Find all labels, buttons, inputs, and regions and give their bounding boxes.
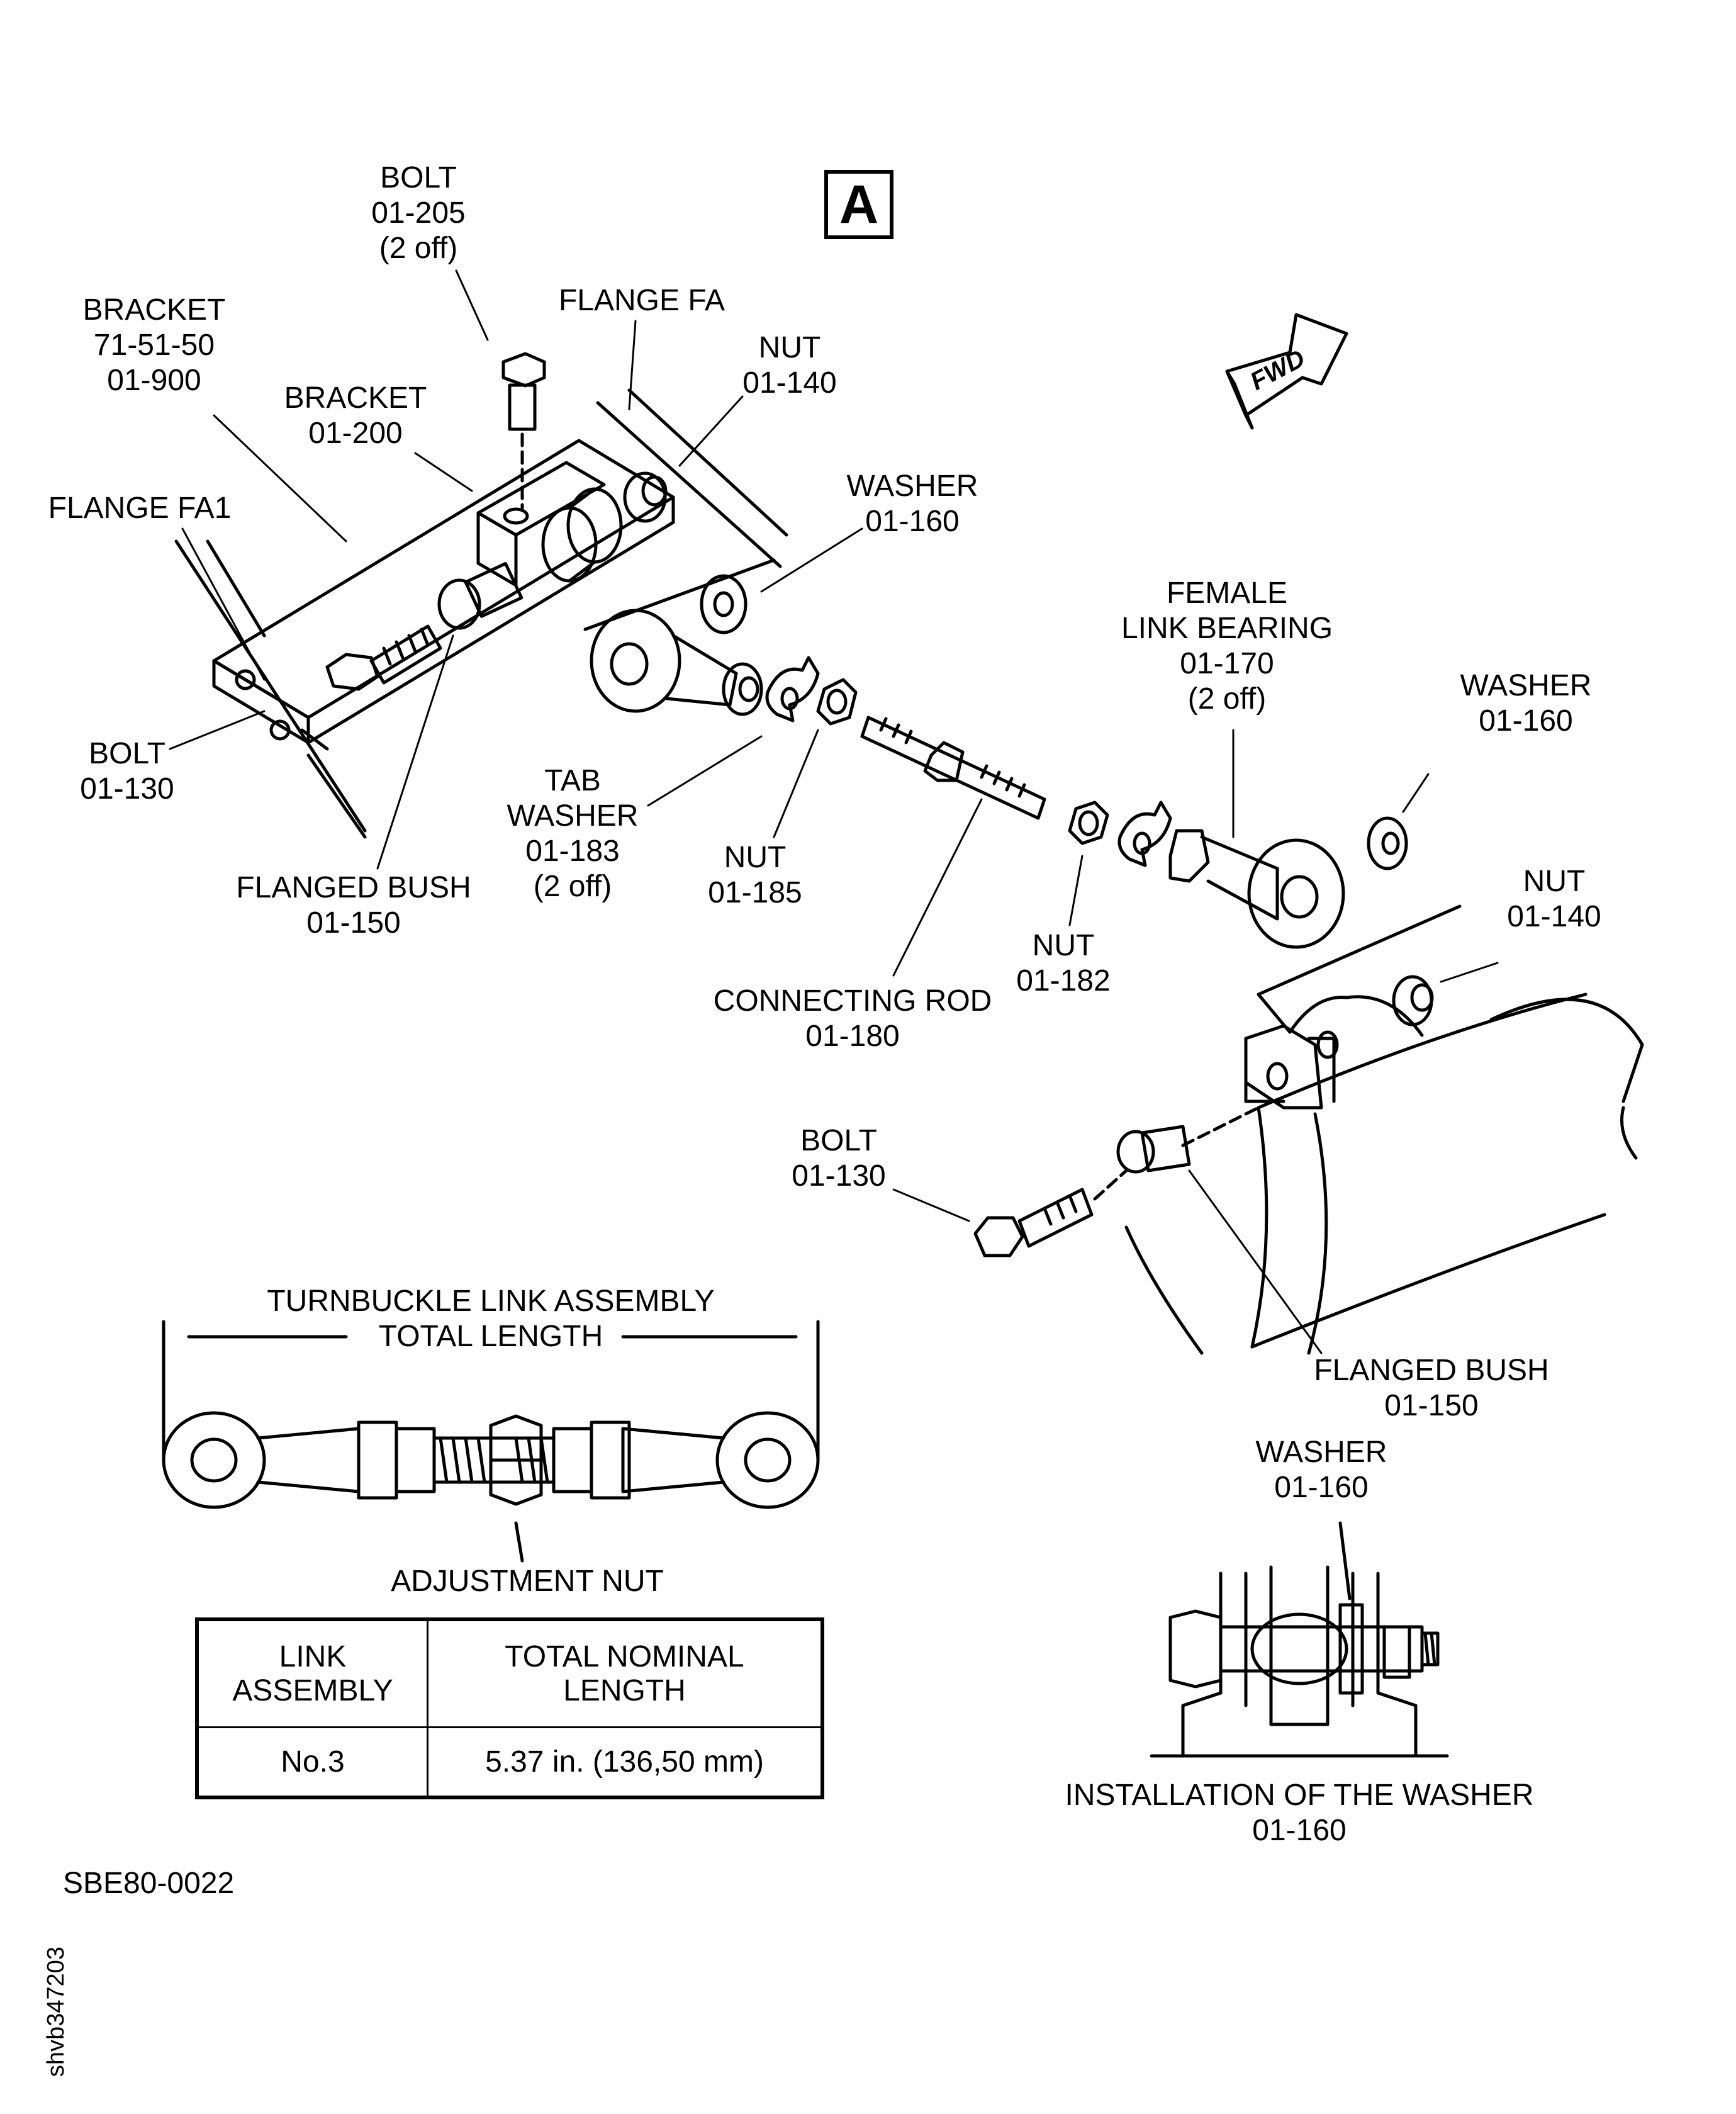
nut-140-top	[623, 471, 668, 523]
bolt-205	[501, 352, 546, 512]
flanged-bush-right	[1116, 1106, 1260, 1174]
bracket-hole-2	[269, 719, 291, 741]
label-flange-fa: FLANGE FA	[558, 284, 725, 317]
bracket-hole-1	[235, 669, 256, 690]
nut-185	[816, 678, 858, 726]
washer-160-right	[1367, 816, 1408, 870]
link-bearing-left	[590, 609, 763, 716]
flange-structure	[174, 388, 788, 839]
table-cell-link: No.3	[196, 1726, 428, 1799]
sheet-code: shvb347203	[43, 1946, 69, 2077]
figure-code: SBE80-0022	[63, 1867, 235, 1900]
cylinder-structure	[1124, 904, 1644, 1355]
view-a-badge: A	[824, 170, 893, 239]
connecting-rod	[860, 716, 1046, 820]
link-bearing-right	[1168, 829, 1345, 949]
tab-washer-left	[765, 656, 820, 722]
bracket-plate	[212, 439, 675, 751]
fwd-arrow-icon	[1225, 313, 1348, 430]
table-row: No.3 5.37 in. (136,50 mm)	[196, 1726, 824, 1799]
bolt-130-right	[973, 1169, 1128, 1257]
tab-washer-right	[1117, 801, 1172, 867]
label-flange-fa1: FLANGE FA1	[48, 492, 232, 525]
nut-140-right	[1392, 975, 1434, 1026]
turnbuckle-side-view	[162, 1320, 820, 1563]
nut-182	[1068, 801, 1109, 845]
leader-lines	[169, 269, 1499, 1354]
bolt-130-left	[325, 624, 442, 691]
label-adjustment-nut: ADJUSTMENT NUT	[391, 1565, 664, 1598]
table-cell-length: 5.37 in. (136,50 mm)	[427, 1726, 824, 1799]
washer-installation-detail	[1150, 1521, 1449, 1758]
bracket-clevis	[476, 461, 623, 587]
flanged-bush-left	[437, 561, 524, 630]
washer-160-top	[700, 574, 748, 634]
